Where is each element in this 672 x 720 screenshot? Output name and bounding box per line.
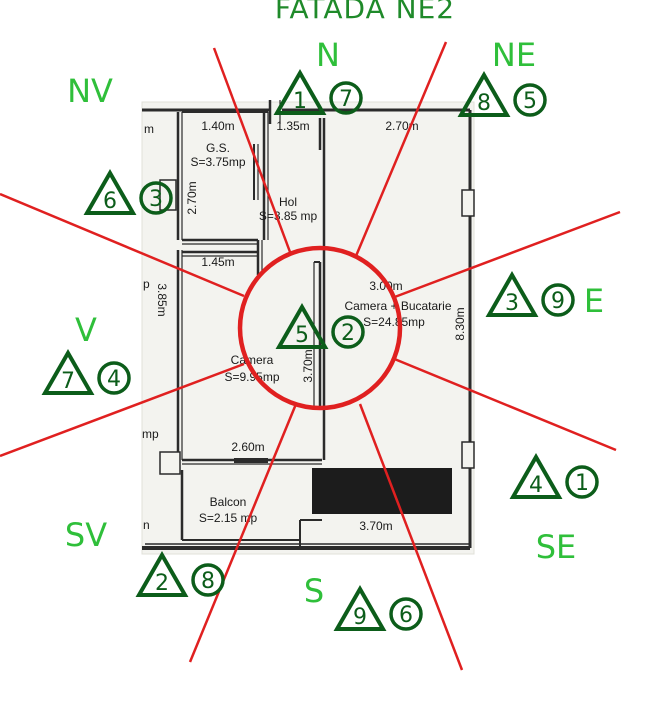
room-area-label: S=9.95mp xyxy=(224,370,279,384)
triangle-number: 2 xyxy=(155,571,169,596)
hol-name-label: Hol xyxy=(279,195,297,209)
direction-label-ne: NE xyxy=(492,36,536,74)
triangle-icon xyxy=(275,302,329,349)
direction-label-n: N xyxy=(316,36,340,74)
triangle-icon xyxy=(333,584,387,631)
triangle-icon xyxy=(83,168,137,215)
triangle-icon xyxy=(41,348,95,395)
triangle-number: 5 xyxy=(295,323,309,348)
triangle-number: 3 xyxy=(505,291,519,316)
circle-icon xyxy=(513,83,547,117)
triangle-icon xyxy=(485,270,539,317)
triangle-icon xyxy=(135,550,189,597)
room-bottom-width-label: 2.60m xyxy=(231,440,264,454)
direction-label-s: S xyxy=(304,572,324,610)
edge-fragment-m: m xyxy=(144,122,154,136)
room-top-width-label: 1.45m xyxy=(201,255,234,269)
triangle-icon xyxy=(509,452,563,499)
triangle-number: 9 xyxy=(353,605,367,630)
plan-hatched-block xyxy=(312,468,452,514)
circle-number: 7 xyxy=(339,87,353,112)
circle-number: 1 xyxy=(575,471,589,496)
plan-radiator xyxy=(234,458,268,463)
circle-icon xyxy=(97,361,131,395)
circle-number: 6 xyxy=(399,603,413,628)
triangle-number: 8 xyxy=(477,91,491,116)
triangle-icon xyxy=(457,70,511,117)
circle-icon xyxy=(389,597,423,631)
direction-label-nv: NV xyxy=(67,72,113,110)
left-height-label: 3.85m xyxy=(155,283,169,316)
sector-line-v-nv xyxy=(0,192,245,298)
sector-line-sv-v xyxy=(0,362,245,458)
triangle-number: 1 xyxy=(293,89,307,114)
circle-icon xyxy=(541,283,575,317)
hol-area-label: S=3.85 mp xyxy=(259,209,318,223)
balcon-name-label: Balcon xyxy=(210,495,247,509)
direction-label-e: E xyxy=(584,282,604,320)
circle-number: 5 xyxy=(523,89,537,114)
triangle-icon xyxy=(273,68,327,115)
gs-width-label: 1.40m xyxy=(201,119,234,133)
kitchen-area-label: S=24.85mp xyxy=(363,315,425,329)
triangle-number: 6 xyxy=(103,189,117,214)
sector-line-e-se xyxy=(391,356,617,452)
circle-icon xyxy=(139,181,173,215)
diagram-title: FATADA NE2 xyxy=(275,0,455,25)
circle-icon xyxy=(329,81,363,115)
floor-plan: 1.40m G.S. S=3.75mp 2.70m 1.35m Hol S=3.… xyxy=(141,100,475,555)
sector-line-n-ne xyxy=(354,41,448,257)
plan-walls xyxy=(142,100,472,550)
sector-lines xyxy=(0,41,621,671)
kitchen-height-label: 8.30m xyxy=(453,307,467,340)
direction-label-se: SE xyxy=(536,528,577,566)
direction-label-v: V xyxy=(75,311,97,349)
edge-fragment-mp: mp xyxy=(142,427,159,441)
circle-icon xyxy=(331,315,365,349)
bottom-width-label: 3.70m xyxy=(359,519,392,533)
sector-line-se-s xyxy=(358,403,464,671)
triangle-number: 7 xyxy=(61,369,75,394)
circle-number: 4 xyxy=(107,367,121,392)
circle-number: 9 xyxy=(551,289,565,314)
hol-width-label: 1.35m xyxy=(276,119,309,133)
triangle-number: 4 xyxy=(529,473,543,498)
circle-number: 8 xyxy=(201,569,215,594)
sector-line-n-nv xyxy=(212,47,292,253)
circle-number: 3 xyxy=(149,187,163,212)
room-height-label: 3.70m xyxy=(301,349,315,382)
direction-label-sv: SV xyxy=(65,516,107,554)
sector-line-s-sv xyxy=(188,403,298,663)
sector-line-ne-e xyxy=(391,210,621,300)
gs-height-label: 2.70m xyxy=(185,181,199,214)
edge-fragment-n: n xyxy=(143,518,150,532)
gs-name-label: G.S. xyxy=(206,141,230,155)
balcon-area-label: S=2.15 mp xyxy=(199,511,258,525)
gs-area-label: S=3.75mp xyxy=(190,155,245,169)
edge-fragment-p: p xyxy=(143,277,150,291)
circle-icon xyxy=(191,563,225,597)
circle-number: 2 xyxy=(341,321,355,346)
circle-icon xyxy=(565,465,599,499)
center-circle xyxy=(237,245,403,411)
room-name-label: Camera xyxy=(231,353,274,367)
plan-window-stubs xyxy=(159,179,475,475)
